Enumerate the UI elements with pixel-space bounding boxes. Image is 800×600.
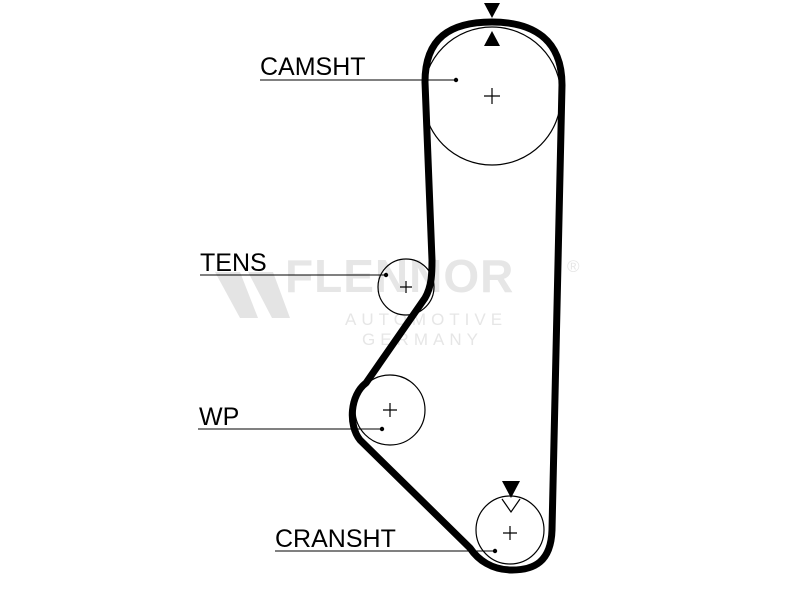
camshaft-timing-mark-icon bbox=[484, 3, 500, 46]
watermark-logo-icon bbox=[215, 272, 290, 318]
crankshaft-timing-mark-icon bbox=[501, 481, 521, 514]
watermark-line2: GERMANY bbox=[362, 330, 483, 349]
label-crankshaft: CRANSHT bbox=[275, 525, 396, 553]
label-camshaft: CAMSHT bbox=[260, 53, 366, 81]
crankshaft-pulley bbox=[475, 495, 545, 565]
watermark-brand: FLENNOR bbox=[285, 250, 514, 302]
leader-dots bbox=[379, 77, 498, 554]
watermark-line1: AUTOMOTIVE bbox=[345, 310, 507, 329]
watermark-registered: ® bbox=[567, 257, 585, 276]
leader-lines bbox=[198, 79, 495, 552]
timing-belt bbox=[348, 18, 566, 574]
watermark: FLENNOR ® AUTOMOTIVE GERMANY bbox=[215, 250, 585, 349]
label-tensioner: TENS bbox=[200, 249, 267, 277]
label-water-pump: WP bbox=[199, 403, 239, 431]
tensioner-pulley bbox=[377, 258, 435, 316]
camshaft-pulley bbox=[422, 26, 562, 166]
